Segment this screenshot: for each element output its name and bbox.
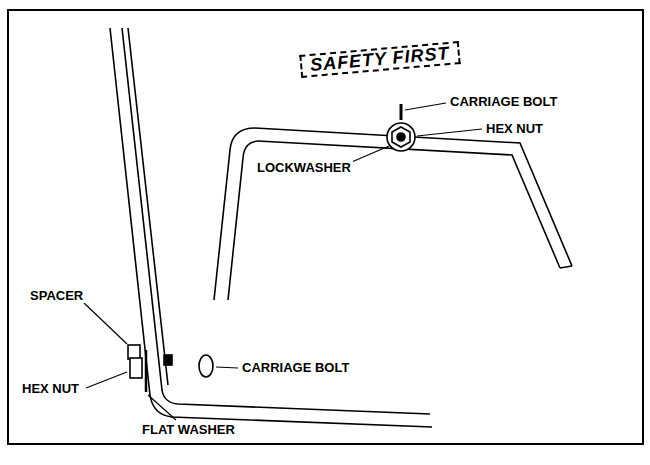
part-label: HEX NUT [484,121,545,136]
hardware [128,104,415,392]
part-label: LOCKWASHER [255,160,353,175]
bracket [110,28,572,427]
part-label: CARRIAGE BOLT [448,94,559,109]
part-label: HEX NUT [20,381,81,396]
part-label: CARRIAGE BOLT [240,360,351,375]
part-label: FLAT WASHER [140,422,237,437]
decal-text: SAFETY FIRST [299,41,460,78]
frame [8,10,643,444]
leader-lines [84,103,482,420]
part-label: SPACER [28,288,85,303]
